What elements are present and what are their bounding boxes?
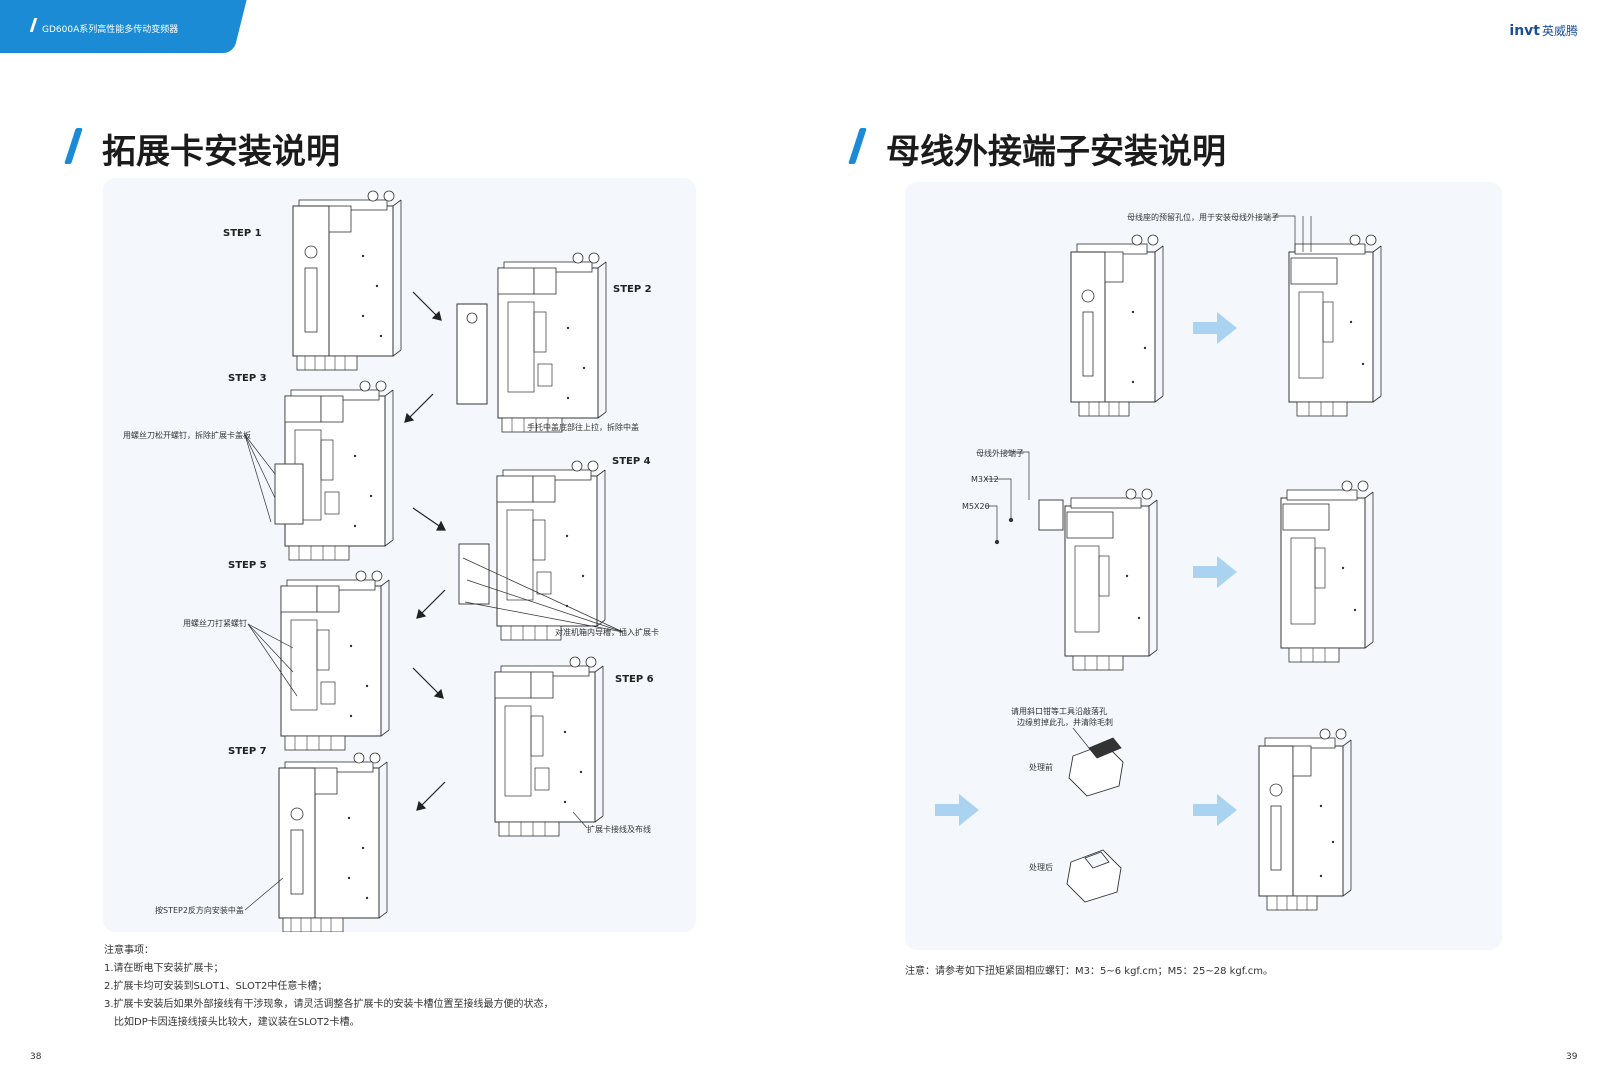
section-title-bus-terminal: 母线外接端子安装说明 <box>886 132 1226 172</box>
step2-caption: 手托中盖底部往上拉，拆除中盖 <box>527 423 639 432</box>
bus-terminal-caption: 母线外接端子 <box>976 449 1024 458</box>
step4-caption: 对准机箱内导槽，插入扩展卡 <box>555 628 659 637</box>
row1-drive-after <box>1288 234 1382 417</box>
row1-drive-before <box>1070 234 1164 417</box>
knockout-instruction-line2: 边缘剪掉此孔，并清除毛刺 <box>1017 718 1113 727</box>
step5-caption: 用螺丝刀打紧螺钉 <box>183 619 247 628</box>
logo-cn: 英威腾 <box>1541 24 1578 38</box>
step2-middle-cover <box>456 303 488 405</box>
step5-drive <box>280 570 390 751</box>
step4-label: STEP 4 <box>612 456 651 467</box>
logo-brand: invt <box>1509 23 1540 39</box>
step3-label: STEP 3 <box>228 373 267 384</box>
arrow-row3 <box>1193 794 1237 826</box>
page-number-right: 39 <box>1566 1052 1578 1062</box>
step3-caption: 用螺丝刀松开螺钉，拆除扩展卡盖板 <box>123 431 251 440</box>
title-mark-right <box>848 128 867 164</box>
step1-label: STEP 1 <box>223 228 262 239</box>
bus-terminal-diagram <box>935 215 1382 911</box>
expansion-card-panel: STEP 1 STEP 2 STEP 3 STEP 4 STEP 5 STEP … <box>103 178 696 932</box>
knockout-before <box>1068 737 1124 797</box>
step6-label: STEP 6 <box>615 674 654 685</box>
m5-screw-caption: M5X20 <box>962 502 990 511</box>
expansion-card-diagram <box>244 190 624 932</box>
notes-block: 注意事项： 1.请在断电下安装扩展卡； 2.扩展卡均可安装到SLOT1、SLOT… <box>104 942 554 1032</box>
note-item: 2.扩展卡均可安装到SLOT1、SLOT2中任意卡槽； <box>104 981 328 992</box>
step3-card-cover <box>274 463 304 525</box>
row3-drive <box>1258 728 1352 911</box>
step5-label: STEP 5 <box>228 560 267 571</box>
notes-heading: 注意事项： <box>104 945 154 956</box>
section-title-expansion-card: 拓展卡安装说明 <box>102 132 340 172</box>
arrow-row2 <box>1193 556 1237 588</box>
after-label: 处理后 <box>1029 863 1053 872</box>
step2-drive <box>497 252 607 433</box>
title-mark-left <box>64 128 83 164</box>
step1-drive <box>292 190 402 371</box>
knockout-instruction-line1: 请用斜口钳等工具沿敲落孔 <box>1011 707 1107 716</box>
reserved-holes-caption: 母线座的预留孔位，用于安装母线外接端子 <box>1127 213 1279 222</box>
row2-drive-before <box>1064 488 1158 671</box>
note-item: 1.请在断电下安装扩展卡； <box>104 963 224 974</box>
step7-drive <box>278 752 388 932</box>
arrow-row3-in <box>935 794 979 826</box>
bus-terminal-panel: 母线座的预留孔位，用于安装母线外接端子 母线外接端子 M3X12 M5X20 请… <box>905 182 1502 950</box>
slash-mark <box>29 18 38 32</box>
note-item: 3.扩展卡安装后如果外部接线有干涉现象，请灵活调整各扩展卡的安装卡槽位置至接线最… <box>104 999 554 1010</box>
knockout-after <box>1066 849 1122 903</box>
step4-card <box>458 543 490 605</box>
step6-drive <box>494 656 604 837</box>
step7-label: STEP 7 <box>228 746 267 757</box>
before-label: 处理前 <box>1029 763 1053 772</box>
note-item: 比如DP卡因连接线接头比较大，建议装在SLOT2卡槽。 <box>114 1017 360 1028</box>
page-number-left: 38 <box>30 1052 42 1062</box>
doc-title: GD600A系列高性能多传动变频器 <box>42 25 179 35</box>
arrow-row1 <box>1193 312 1237 344</box>
m3-screw-caption: M3X12 <box>971 475 999 484</box>
step4-drive <box>496 460 606 641</box>
header-tab <box>0 0 226 53</box>
step7-caption: 按STEP2反方向安装中盖 <box>155 906 244 915</box>
row2-drive-after <box>1280 480 1374 663</box>
step6-caption: 扩展卡接线及布线 <box>587 825 651 834</box>
bus-terminal-part <box>1038 499 1064 531</box>
step2-label: STEP 2 <box>613 284 652 295</box>
torque-note: 注意：请参考如下扭矩紧固相应螺钉：M3：5~6 kgf.cm；M5：25~28 … <box>905 966 1273 977</box>
